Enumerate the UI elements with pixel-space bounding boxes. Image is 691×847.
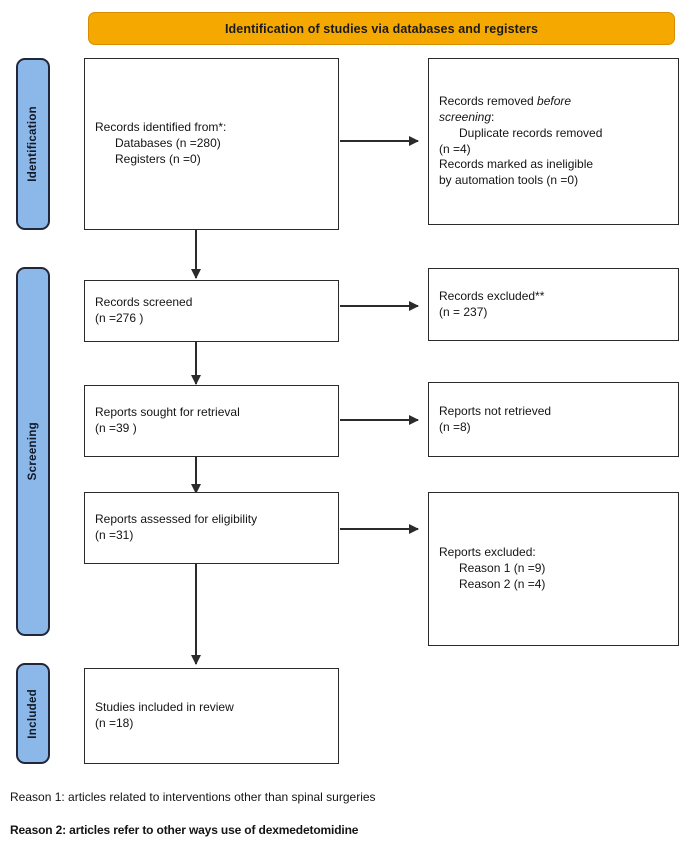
- reports-sought-line1: Reports sought for retrieval: [95, 405, 240, 420]
- banner-title: Identification of studies via databases …: [224, 21, 539, 36]
- reports-excluded-reason1: Reason 1 (n =9): [459, 561, 546, 576]
- records-screened-n: (n =276 ): [95, 311, 144, 325]
- records-identified-databases: Databases (n =280): [115, 136, 221, 151]
- records-excluded-n: (n = 237): [439, 304, 488, 319]
- reports-excluded-line1: Reports excluded:: [439, 545, 536, 560]
- studies-included-n: (n =18): [95, 716, 134, 730]
- stage-tab-screening: Screening: [16, 267, 50, 636]
- records-removed-automation: by automation tools (n =0): [439, 173, 579, 188]
- reports-not-retrieved-n: (n =8): [439, 419, 471, 434]
- box-reports-assessed: Reports assessed for eligibility (n =31): [84, 492, 339, 564]
- box-reports-not-retrieved-text: Reports not retrieved (n =8): [429, 404, 678, 436]
- arrow-assessed-to-excluded: [340, 524, 419, 533]
- records-screened-line1: Records screened: [95, 295, 193, 310]
- box-records-screened-text: Records screened (n =276 ): [85, 295, 338, 327]
- records-removed-duplicates: Duplicate records removed: [459, 125, 603, 140]
- arrow-sought-to-not-retrieved: [340, 415, 419, 424]
- arrow-sought-to-assessed: [191, 457, 200, 494]
- reports-sought-n: (n =39 ): [95, 421, 137, 435]
- records-removed-line1: Records removed: [439, 94, 538, 109]
- records-removed-ineligible: Records marked as ineligible: [439, 157, 594, 172]
- records-identified-registers: Registers (n =0): [115, 151, 201, 166]
- box-records-removed: Records removed before screening: Duplic…: [428, 58, 679, 225]
- stage-tab-screening-label: Screening: [27, 422, 39, 481]
- arrow-identified-to-removed: [340, 136, 419, 145]
- box-reports-assessed-text: Reports assessed for eligibility (n =31): [85, 512, 338, 544]
- records-removed-screening-italic: screening: [439, 109, 492, 124]
- box-reports-sought: Reports sought for retrieval (n =39 ): [84, 385, 339, 457]
- box-records-screened: Records screened (n =276 ): [84, 280, 339, 342]
- stage-tab-included: Included: [16, 663, 50, 764]
- box-records-removed-text: Records removed before screening: Duplic…: [429, 94, 678, 189]
- records-removed-colon: :: [491, 109, 495, 124]
- arrow-screened-to-excluded: [340, 301, 419, 310]
- reports-assessed-line1: Reports assessed for eligibility: [95, 512, 258, 527]
- records-identified-line1: Records identified from*:: [95, 120, 227, 135]
- box-studies-included: Studies included in review (n =18): [84, 668, 339, 764]
- stage-tab-identification: Identification: [16, 58, 50, 230]
- reports-assessed-n: (n =31): [95, 528, 134, 542]
- box-studies-included-text: Studies included in review (n =18): [85, 700, 338, 732]
- box-reports-not-retrieved: Reports not retrieved (n =8): [428, 382, 679, 457]
- records-removed-before-italic: before: [537, 94, 572, 109]
- reports-excluded-reason2: Reason 2 (n =4): [459, 576, 546, 591]
- box-records-excluded-text: Records excluded** (n = 237): [429, 289, 678, 321]
- banner-identification-header: Identification of studies via databases …: [88, 12, 675, 45]
- box-records-identified: Records identified from*: Databases (n =…: [84, 58, 339, 230]
- arrow-assessed-to-included: [191, 564, 200, 665]
- studies-included-line1: Studies included in review: [95, 700, 234, 715]
- stage-tab-included-label: Included: [27, 688, 39, 739]
- records-excluded-line1: Records excluded**: [439, 288, 545, 303]
- arrow-identified-to-screened: [191, 230, 200, 279]
- box-reports-sought-text: Reports sought for retrieval (n =39 ): [85, 405, 338, 437]
- arrow-screened-to-sought: [191, 342, 200, 385]
- box-records-excluded: Records excluded** (n = 237): [428, 268, 679, 341]
- reports-not-retrieved-line1: Reports not retrieved: [439, 403, 552, 418]
- box-reports-excluded: Reports excluded: Reason 1 (n =9) Reason…: [428, 492, 679, 646]
- footnote-reason-2: Reason 2: articles refer to other ways u…: [10, 823, 359, 837]
- footnote-reason-1: Reason 1: articles related to interventi…: [10, 790, 376, 804]
- stage-tab-identification-label: Identification: [27, 106, 39, 182]
- box-records-identified-text: Records identified from*: Databases (n =…: [85, 120, 338, 167]
- box-reports-excluded-text: Reports excluded: Reason 1 (n =9) Reason…: [429, 545, 678, 592]
- records-removed-duplicates-n: (n =4): [439, 141, 471, 156]
